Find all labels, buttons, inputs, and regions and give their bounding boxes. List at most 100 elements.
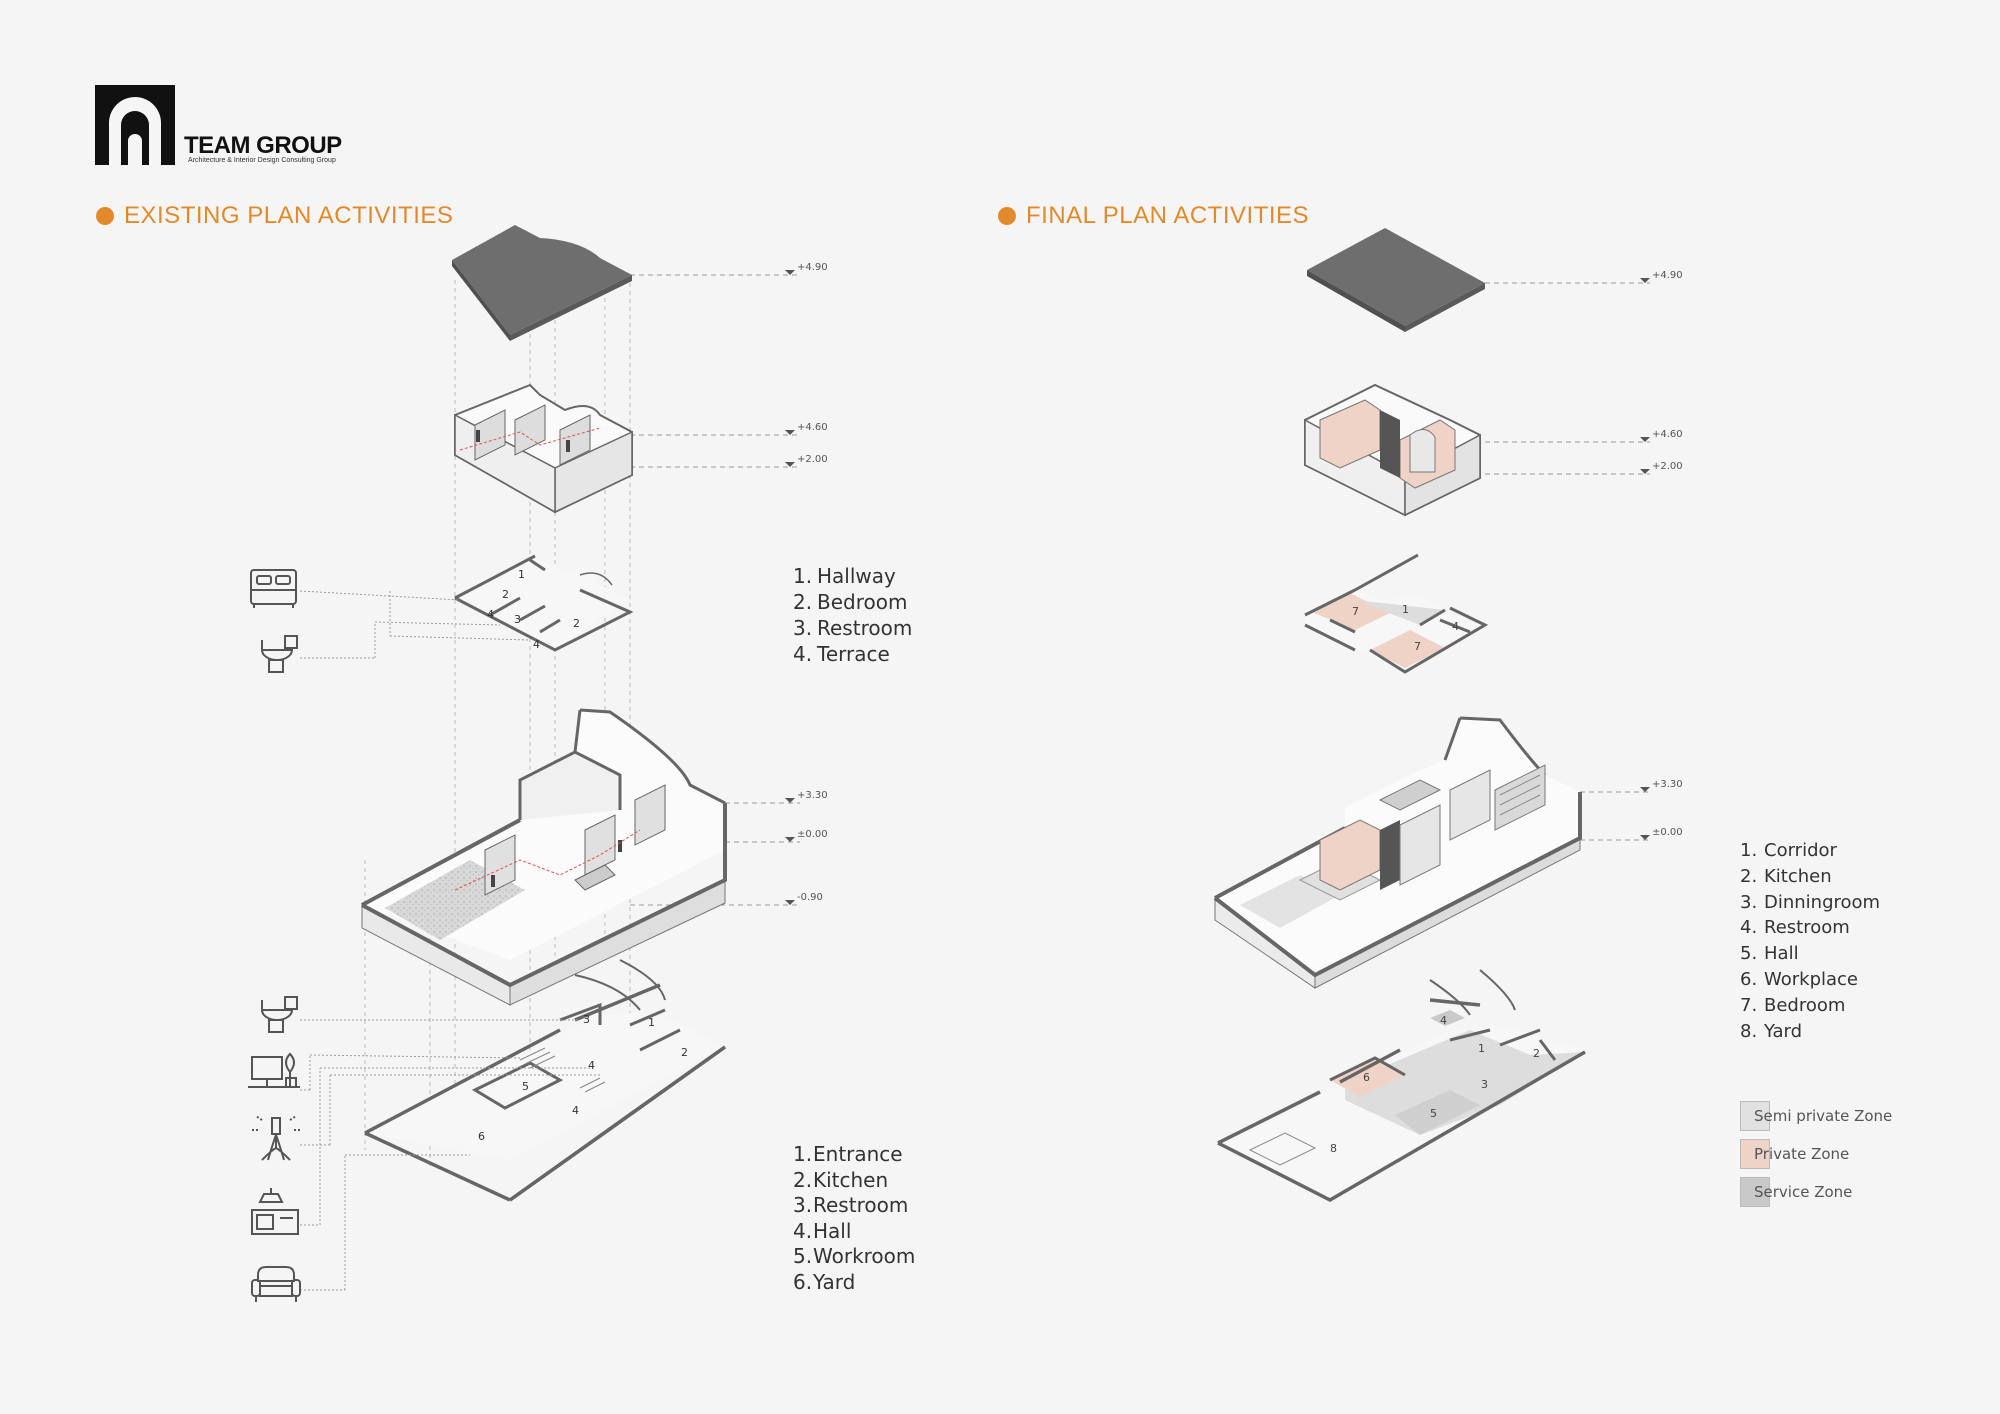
toilet-icon [260, 996, 298, 1033]
svg-text:+3.30: +3.30 [797, 790, 828, 801]
level-marker-2.00: +2.00 [1640, 461, 1683, 474]
svg-text:7: 7 [1414, 640, 1421, 653]
final-ground-floor-plan: 4 1 2 3 6 5 8 [1217, 969, 1586, 1202]
legend-item: 2.Kitchen [793, 1167, 889, 1192]
level-marker-3.30: +3.30 [785, 790, 828, 803]
zone-semi-private: Semi private Zone [1740, 1101, 1892, 1131]
svg-text:3: 3 [1481, 1078, 1488, 1091]
zone-key: Semi private Zone Private Zone Service Z… [1740, 1101, 1892, 1215]
svg-text:+3.30: +3.30 [1652, 779, 1683, 790]
svg-text:+2.00: +2.00 [1652, 461, 1683, 472]
svg-text:±0.00: ±0.00 [1652, 827, 1683, 838]
bullet-dot-icon [96, 207, 114, 225]
legend-item: 6.Workplace [1740, 968, 1859, 990]
final-title-text: FINAL PLAN ACTIVITIES [1026, 202, 1310, 229]
level-marker-4.90: +4.90 [785, 262, 828, 275]
existing-roof-slab [452, 225, 632, 341]
final-roof-slab [1307, 228, 1485, 332]
level-marker-0.00: ±0.00 [1640, 827, 1683, 840]
existing-plan-title: EXISTING PLAN ACTIVITIES [96, 202, 453, 230]
svg-text:3: 3 [514, 613, 521, 626]
svg-text:1: 1 [1402, 603, 1409, 616]
svg-text:6: 6 [478, 1130, 485, 1143]
armchair-icon [251, 1266, 301, 1302]
legend-item: 8.Yard [1740, 1020, 1803, 1042]
svg-text:1: 1 [518, 568, 525, 581]
final-level-leaders [1485, 282, 1650, 841]
existing-upper-floor-plan: 1 2 4 3 2 4 [454, 554, 634, 652]
bed-icon [250, 569, 297, 608]
final-plan-title: FINAL PLAN ACTIVITIES [998, 202, 1309, 230]
legend-item: 4.Restroom [1740, 917, 1850, 939]
level-marker-4.60: +4.60 [785, 422, 828, 435]
svg-text:+4.90: +4.90 [1652, 270, 1683, 281]
bullet-dot-icon [998, 207, 1016, 225]
existing-ground-floor-volume [361, 708, 727, 1006]
existing-ground-floor-plan: 3 1 2 4 5 4 6 [364, 959, 727, 1202]
zone-label: Private Zone [1754, 1145, 1850, 1163]
svg-text:8: 8 [1330, 1142, 1337, 1155]
svg-text:2: 2 [502, 588, 509, 601]
svg-text:3: 3 [583, 1013, 590, 1026]
level-marker-minus-0.90: -0.90 [785, 892, 823, 905]
legend-item: 3.Dinningroom [1740, 891, 1881, 913]
svg-text:5: 5 [522, 1080, 529, 1093]
final-legend: 1.Corridor 2.Kitchen 3.Dinningroom 4.Res… [1740, 838, 1880, 1044]
legend-item: 1.Hallway [793, 564, 896, 588]
svg-text:4: 4 [572, 1104, 579, 1117]
final-level-markers: +4.90 +4.60 +2.00 +3.30 ±0.00 [1640, 270, 1683, 840]
svg-text:+2.00: +2.00 [797, 454, 828, 465]
svg-text:2: 2 [573, 617, 580, 630]
zone-swatch [1740, 1177, 1770, 1207]
existing-ground-room-labels: 3 1 2 4 5 4 6 [478, 1013, 688, 1143]
legend-item: 1.Entrance [793, 1142, 903, 1166]
brand-tagline: Architecture & Interior Design Consultin… [188, 157, 336, 164]
svg-text:4: 4 [487, 608, 494, 621]
zone-service: Service Zone [1740, 1177, 1892, 1207]
svg-text:±0.00: ±0.00 [797, 829, 828, 840]
existing-drawing: +4.90 +4.60 +2.00 +3.30 ±0.00 -0.90 [248, 225, 828, 1302]
legend-item: 5.Hall [1740, 943, 1799, 965]
svg-text:+4.60: +4.60 [797, 422, 828, 433]
svg-text:6: 6 [1363, 1071, 1370, 1084]
icon-leaders [299, 590, 600, 1291]
existing-upper-legend: 1.Hallway 2.Bedroom 3.Restroom 4.Terrace [793, 563, 912, 667]
svg-text:5: 5 [1430, 1107, 1437, 1120]
svg-text:-0.90: -0.90 [797, 892, 823, 903]
legend-item: 4.Terrace [793, 642, 890, 666]
svg-text:4: 4 [533, 638, 540, 651]
existing-level-markers: +4.90 +4.60 +2.00 +3.30 ±0.00 -0.90 [785, 262, 828, 905]
legend-item: 2.Kitchen [1740, 865, 1832, 887]
level-marker-0.00: ±0.00 [785, 829, 828, 842]
legend-item: 3.Restroom [793, 616, 913, 640]
svg-text:+4.60: +4.60 [1652, 429, 1683, 440]
svg-text:4: 4 [1440, 1014, 1447, 1027]
legend-item: 6.Yard [793, 1269, 856, 1294]
legend-item: 3.Restroom [793, 1193, 909, 1217]
level-marker-4.90: +4.90 [1640, 270, 1683, 283]
final-upper-floor-plan: 7 1 4 7 [1304, 553, 1489, 674]
plant-sprinkler-icon [252, 1115, 300, 1161]
final-upper-room-labels: 7 1 4 7 [1352, 603, 1459, 653]
final-ground-room-labels: 4 1 2 3 6 5 8 [1330, 1014, 1540, 1155]
legend-item: 5.Workroom [793, 1244, 916, 1268]
team-group-logo [95, 85, 175, 165]
existing-title-text: EXISTING PLAN ACTIVITIES [124, 202, 454, 229]
existing-upper-room-labels: 1 2 4 3 2 4 [487, 568, 580, 651]
level-marker-2.00: +2.00 [785, 454, 828, 467]
legend-item: 7.Bedroom [1740, 994, 1846, 1016]
existing-lower-legend: 1.Entrance 2.Kitchen 3.Restroom 4.Hall 5… [793, 1142, 915, 1295]
zone-label: Service Zone [1754, 1183, 1853, 1201]
svg-text:+4.90: +4.90 [797, 262, 828, 273]
level-marker-4.60: +4.60 [1640, 429, 1683, 442]
existing-upper-floor-volume [454, 383, 633, 514]
svg-text:2: 2 [1533, 1047, 1540, 1060]
toilet-icon [260, 635, 298, 673]
svg-text:7: 7 [1352, 605, 1359, 618]
legend-item: 1.Corridor [1740, 840, 1837, 861]
zone-private: Private Zone [1740, 1139, 1892, 1169]
final-upper-floor-volume [1304, 383, 1481, 517]
svg-text:2: 2 [681, 1046, 688, 1059]
legend-item: 4.Hall [793, 1218, 852, 1243]
